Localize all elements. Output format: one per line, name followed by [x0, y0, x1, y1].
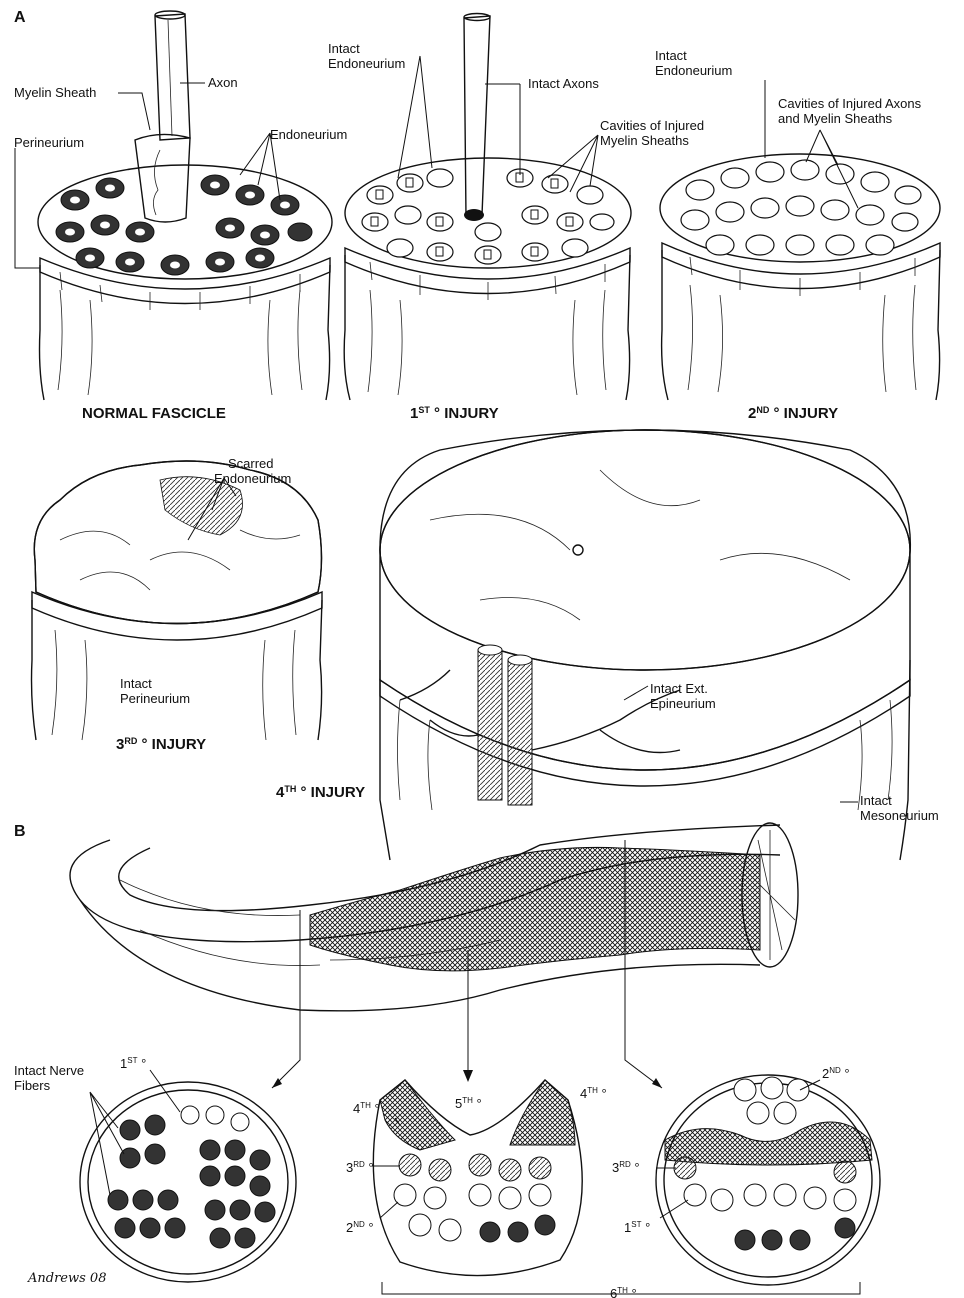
normal-fiber-bundles [56, 175, 312, 275]
label-degree-4-right: 4TH ° [580, 1086, 607, 1101]
label-intact-ext-epineurium: Intact Ext.Epineurium [650, 681, 716, 711]
title-first-degree: 1ST ° INJURY [410, 405, 499, 422]
label-degree-6: 6TH ° [610, 1286, 637, 1298]
second-degree-fascicle-drawing [660, 154, 940, 400]
label-degree-3-right: 3RD ° [612, 1160, 640, 1175]
cross-section-left [80, 1082, 296, 1282]
label-degree-2-middle: 2ND ° [346, 1220, 374, 1235]
label-degree-3-middle: 3RD ° [346, 1160, 374, 1175]
label-degree-2-right: 2ND ° [822, 1066, 850, 1081]
label-myelin-sheath: Myelin Sheath [14, 85, 96, 100]
artist-signature: Andrews 08 [27, 1271, 106, 1286]
label-endoneurium: Endoneurium [270, 127, 347, 142]
first-degree-fascicle-drawing [344, 14, 631, 401]
cross-section-right [656, 1075, 880, 1285]
title-second-degree: 2ND ° INJURY [748, 405, 838, 422]
label-degree-1-right: 1ST ° [624, 1220, 650, 1235]
fourth-degree-fascicle-drawing [380, 430, 910, 860]
normal-fascicle-drawing [38, 11, 332, 400]
label-degree-1-left: 1ST ° [120, 1056, 146, 1071]
label-intact-axons: Intact Axons [528, 76, 599, 91]
label-degree-4-left: 4TH ° [353, 1101, 380, 1116]
label-axon: Axon [208, 75, 238, 90]
second-degree-cavities [681, 160, 921, 255]
title-third-degree: 3RD ° INJURY [116, 736, 206, 753]
panel-letter-a: A [14, 9, 26, 26]
long-nerve-drawing [70, 823, 798, 1011]
title-normal-fascicle: NORMAL FASCICLE [82, 405, 226, 422]
label-degree-5: 5TH ° [455, 1096, 482, 1111]
panel-letter-b: B [14, 823, 26, 840]
title-fourth-degree: 4TH ° INJURY [276, 784, 365, 801]
label-perineurium: Perineurium [14, 135, 84, 150]
